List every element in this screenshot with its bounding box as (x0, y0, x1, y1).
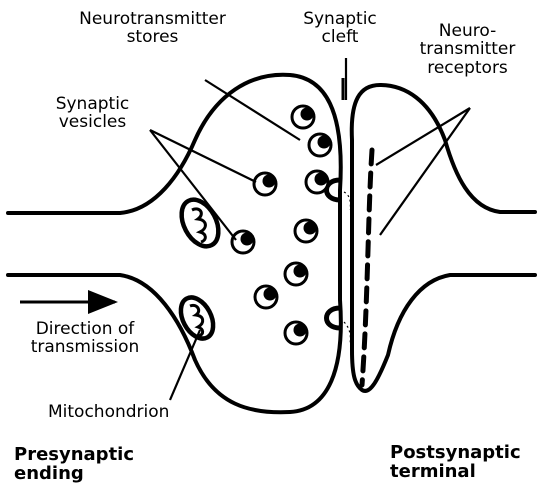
postsynaptic-membrane (352, 85, 535, 391)
mitochondrion-label: Mitochondrion (48, 403, 169, 421)
released-transmitter-upper (344, 192, 350, 210)
vesicle (254, 173, 276, 195)
receptor-dashes (362, 150, 372, 385)
mitochondrion-upper (174, 193, 226, 252)
vesicle (295, 220, 317, 242)
vesicle (232, 231, 254, 253)
vesicle (306, 171, 328, 193)
leader-line (376, 108, 470, 165)
vesicle (285, 263, 307, 285)
neurotransmitter-receptors-label: Neuro- transmitter receptors (400, 22, 535, 77)
leader-line (205, 80, 300, 140)
leader-line (150, 130, 256, 182)
neurotransmitter-stores-label: Neurotransmitter stores (55, 10, 250, 47)
postsynaptic-terminal-label: Postsynaptic terminal (390, 443, 521, 482)
released-transmitter-lower (344, 322, 350, 344)
vesicle (309, 134, 331, 156)
vesicle (285, 322, 307, 344)
vesicle (292, 106, 314, 128)
presynaptic-ending-label: Presynaptic ending (14, 445, 134, 484)
vesicle (255, 286, 277, 308)
direction-of-transmission-label: Direction of transmission (10, 320, 160, 357)
synaptic-cleft-label: Synaptic cleft (285, 10, 395, 47)
synaptic-vesicles-label: Synaptic vesicles (30, 95, 155, 132)
vesicle-release-site-lower (327, 308, 341, 328)
